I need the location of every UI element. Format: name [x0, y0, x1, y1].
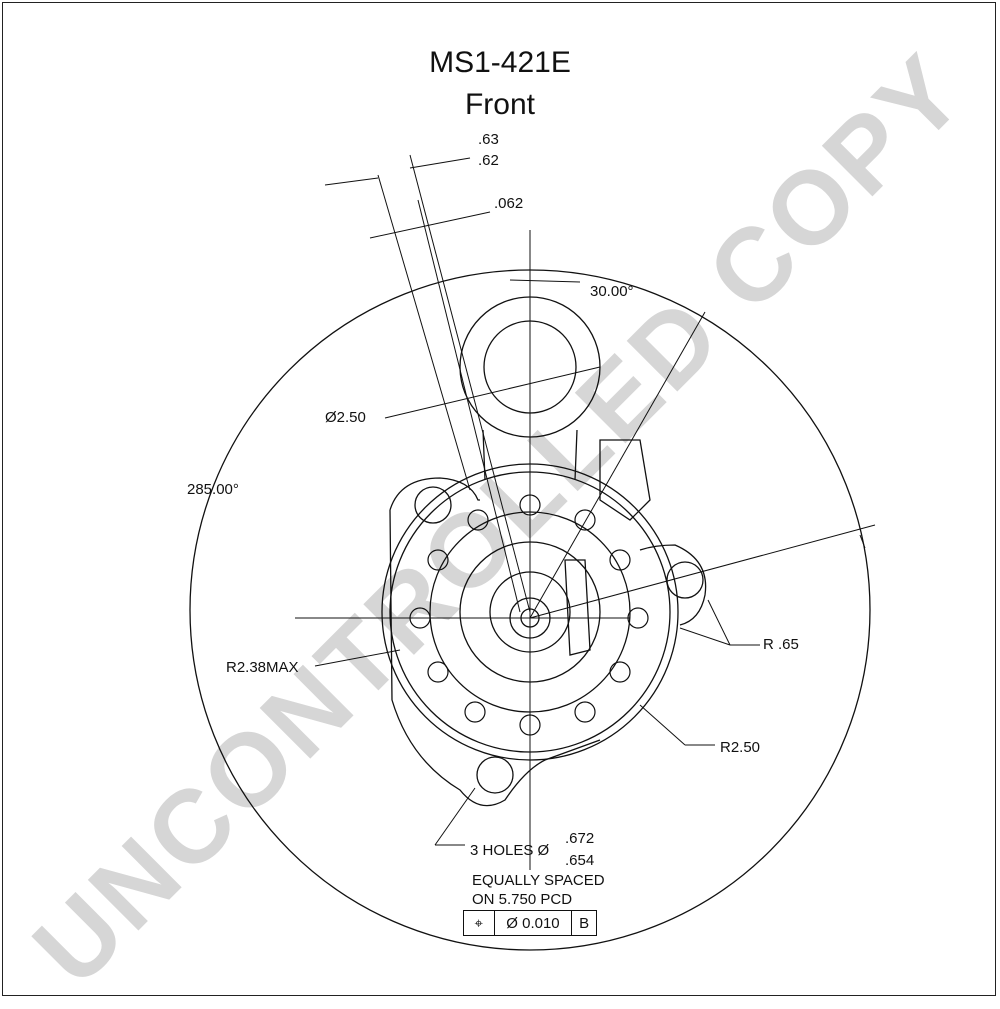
extension-line-2 [409, 154, 531, 613]
dim-angle-30: 30.00° [590, 283, 634, 300]
dim-30-arc [509, 279, 581, 283]
angle-30-line [529, 311, 706, 619]
dim-063: .63 [478, 131, 499, 148]
leader-r65-b [679, 627, 731, 646]
housing-r250 [389, 471, 671, 753]
dim-line-063 [409, 157, 471, 169]
holes-prefix: 3 HOLES Ø [470, 842, 550, 859]
drawing-subtitle: Front [464, 88, 536, 121]
leader-r238 [314, 649, 401, 667]
solenoid-slot [564, 559, 591, 656]
shaft-inner [520, 608, 540, 628]
dim-r238max: R2.38MAX [226, 659, 299, 676]
position-symbol-icon: ⌖ [464, 911, 495, 935]
lifting-eye-inner [483, 320, 577, 414]
dim-062: .62 [478, 152, 499, 169]
dim-r065: R .65 [763, 636, 799, 653]
dim-0062: .062 [494, 195, 524, 212]
dim-line-063-left [324, 177, 379, 186]
dia-250-leader [384, 366, 601, 419]
drawing-title: MS1-421E [429, 46, 571, 79]
mount-hole-top [414, 486, 452, 524]
mount-hole-bottom [476, 756, 514, 794]
holes-lower-limit: .654 [565, 852, 595, 869]
leader-holes [434, 787, 476, 846]
leader-r250 [639, 704, 686, 746]
drawing-border [2, 2, 996, 996]
shaft-outer [509, 597, 551, 639]
pinion-gear [489, 571, 571, 653]
datum-reference: B [579, 914, 590, 932]
extension-line-3 [417, 199, 521, 613]
housing-outer [381, 463, 679, 761]
arc-285-tick [859, 534, 866, 549]
feature-control-frame: ⌖ Ø 0.010 B [463, 910, 597, 936]
solenoid-terminal [599, 439, 651, 521]
dim-dia-250: Ø2.50 [325, 409, 366, 426]
bolt-holes [409, 494, 649, 736]
pinion-housing [459, 541, 601, 683]
mounting-flange [389, 477, 707, 807]
holes-pcd: ON 5.750 PCD [472, 891, 573, 908]
holes-equally-spaced: EQUALLY SPACED [472, 872, 605, 889]
extension-line-1 [377, 174, 471, 491]
holes-upper-limit: .672 [565, 830, 595, 847]
leader-r65-a [707, 599, 731, 646]
dim-line-062 [369, 211, 491, 239]
dim-angle-285: 285.00° [187, 481, 239, 498]
mount-hole-right [666, 561, 704, 599]
dim-r250: R2.50 [720, 739, 761, 756]
tolerance-value: Ø 0.010 [495, 911, 573, 935]
